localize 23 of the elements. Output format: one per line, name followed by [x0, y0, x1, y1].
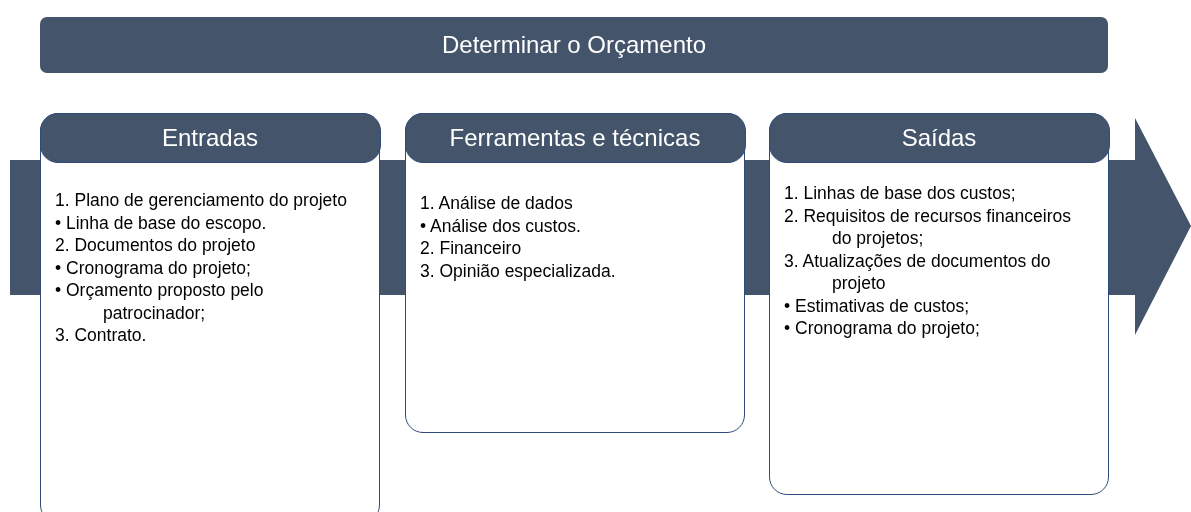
list-item: 2. Financeiro — [420, 237, 523, 260]
list-item: 3. Opinião especializada. — [420, 259, 617, 282]
panel-card — [405, 113, 745, 433]
list-item: 1. Plano de gerenciamento do projeto — [55, 189, 348, 212]
panel-heading: Saídas — [901, 123, 977, 152]
list-item: • Cronograma do projeto; — [55, 256, 252, 279]
panel-card — [769, 113, 1109, 495]
title-bar — [40, 17, 1108, 73]
list-item: • Análise dos custos. — [420, 214, 582, 237]
list-item: 1. Linhas de base dos custos; — [784, 182, 1017, 205]
list-item: • Cronograma do projeto; — [784, 317, 981, 340]
list-item: 3. Contrato. — [55, 324, 148, 347]
list-item: • Orçamento proposto pelo patrocinador; — [55, 279, 265, 324]
list-item: 2. Requisitos de recursos financeiros do projetos; — [784, 204, 1072, 250]
list-item: • Linha de base do escopo. — [55, 211, 268, 234]
panel-heading: Entradas — [161, 123, 259, 152]
list-item: 3. Atualizações de documentos do projeto — [784, 249, 1052, 295]
title-text: Determinar o Orçamento — [441, 31, 707, 59]
list-item: 2. Documentos do projeto — [55, 234, 257, 257]
list-item: • Estimativas de custos; — [784, 294, 971, 317]
panel-card — [40, 113, 380, 512]
panel-heading: Ferramentas e técnicas — [449, 123, 701, 152]
list-item: 1. Análise de dados — [420, 192, 574, 215]
